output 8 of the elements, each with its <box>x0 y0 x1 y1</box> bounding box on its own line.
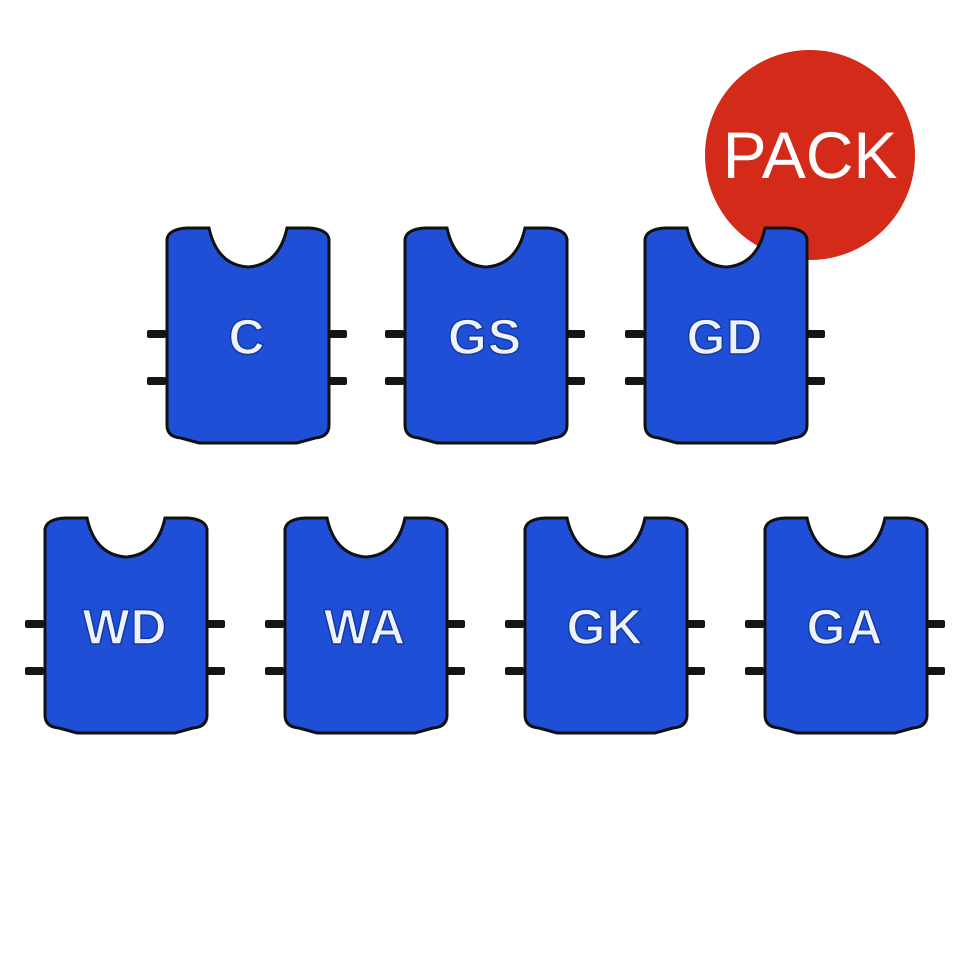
pack-badge: PACK <box>705 50 915 260</box>
position-letters: WD <box>82 602 168 652</box>
position-letters: C <box>228 312 266 362</box>
position-letters: GS <box>448 312 522 362</box>
position-letters: GK <box>566 602 644 652</box>
position-letters: GD <box>686 312 764 362</box>
position-letters: WA <box>324 602 406 652</box>
position-letters: GA <box>806 602 884 652</box>
